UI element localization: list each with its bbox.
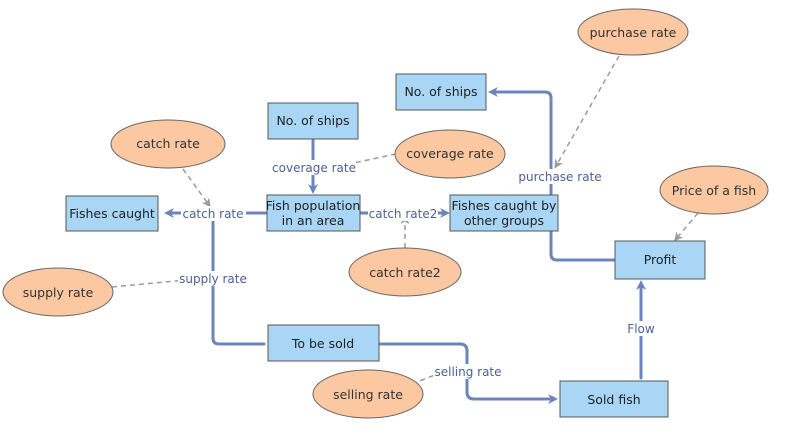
oval-coverage-rate-label: coverage rate	[406, 146, 494, 161]
oval-purchase-rate-label: purchase rate	[590, 25, 677, 40]
box-profit[interactable]: Profit	[614, 240, 706, 280]
flow-label-catch-rate2: catch rate2	[369, 207, 438, 221]
flow-label-catch-rate: catch rate	[182, 207, 243, 221]
oval-supply-rate[interactable]: supply rate	[2, 267, 114, 317]
oval-supply-rate-label: supply rate	[23, 285, 94, 300]
link-price-of-fish	[674, 212, 699, 242]
oval-coverage-rate[interactable]: coverage rate	[394, 129, 506, 179]
box-fishes-other-groups[interactable]: Fishes caught by other groups	[449, 194, 559, 232]
flow-label-selling-rate: selling rate	[434, 365, 501, 379]
oval-price-of-fish-label: Price of a fish	[672, 183, 756, 198]
box-fish-population-line1: Fish population	[266, 198, 361, 213]
oval-catch-rate2[interactable]: catch rate2	[348, 247, 462, 297]
flow-label-supply-rate: supply rate	[179, 272, 247, 286]
link-purchase-rate	[554, 55, 620, 169]
box-fishes-other-line2: other groups	[464, 213, 544, 228]
box-ships-top-label: No. of ships	[404, 84, 477, 99]
flow-supply-to-be-sold	[211, 211, 266, 346]
box-to-be-sold[interactable]: To be sold	[267, 324, 380, 362]
box-fishes-caught[interactable]: Fishes caught	[65, 195, 159, 232]
box-to-be-sold-label: To be sold	[291, 336, 354, 351]
box-fishes-other-line1: Fishes caught by	[452, 198, 557, 213]
box-ships-mid[interactable]: No. of ships	[267, 102, 359, 140]
flow-label-purchase-rate: purchase rate	[518, 170, 601, 184]
box-fish-population[interactable]: Fish population in an area	[266, 194, 361, 232]
box-fish-population-line2: in an area	[282, 213, 345, 228]
box-profit-label: Profit	[644, 252, 677, 267]
oval-catch-rate-label: catch rate	[136, 136, 200, 151]
flow-label-coverage-rate: coverage rate	[272, 161, 356, 175]
link-catch-rate	[182, 168, 211, 208]
oval-price-of-fish[interactable]: Price of a fish	[659, 165, 769, 215]
oval-catch-rate[interactable]: catch rate	[110, 119, 226, 169]
box-sold-fish[interactable]: Sold fish	[559, 380, 669, 418]
box-sold-fish-label: Sold fish	[587, 392, 640, 407]
oval-purchase-rate[interactable]: purchase rate	[577, 8, 689, 56]
oval-selling-rate[interactable]: selling rate	[312, 369, 424, 419]
oval-catch-rate2-label: catch rate2	[369, 265, 441, 280]
link-supply-rate	[111, 279, 187, 288]
box-ships-mid-label: No. of ships	[276, 113, 349, 128]
box-ships-top[interactable]: No. of ships	[395, 73, 487, 111]
oval-selling-rate-label: selling rate	[333, 387, 403, 402]
box-fishes-caught-label: Fishes caught	[69, 206, 155, 221]
flow-label-flow: Flow	[627, 322, 655, 336]
